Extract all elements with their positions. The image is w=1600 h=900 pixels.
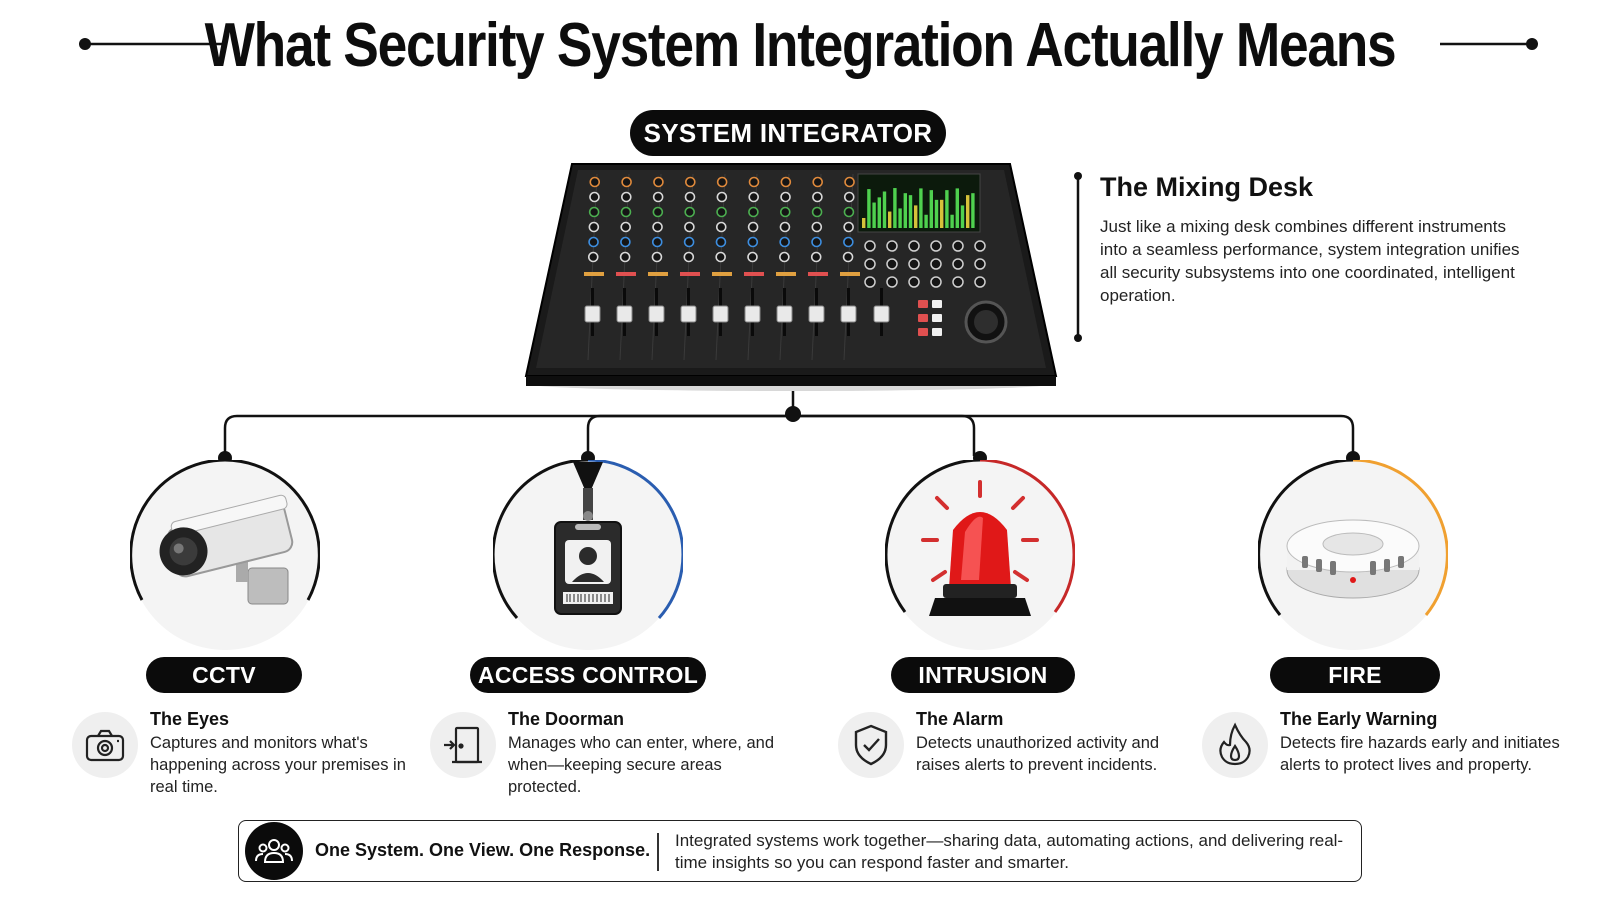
cctv-illustration bbox=[130, 460, 320, 650]
door-icon bbox=[430, 712, 496, 778]
inner-bus-line bbox=[586, 414, 976, 456]
fire-detail: Detects fire hazards early and initiates… bbox=[1280, 734, 1560, 774]
alarm-beacon-illustration bbox=[885, 460, 1075, 650]
intrusion-label: INTRUSION bbox=[891, 657, 1075, 693]
footer-tagline: One System. One View. One Response. bbox=[315, 840, 651, 860]
footer-text: Integrated systems work together—sharing… bbox=[675, 831, 1344, 872]
access-control-detail: Manages who can enter, where, and when—k… bbox=[508, 734, 775, 796]
access-control-role: The Doorman bbox=[508, 709, 625, 729]
access-badge-illustration bbox=[493, 460, 683, 650]
mixing-desk-info: The Mixing Desk Just like a mixing desk … bbox=[1100, 172, 1520, 307]
camera-icon bbox=[72, 712, 138, 778]
shield-check-icon bbox=[838, 712, 904, 778]
cctv-label: CCTV bbox=[146, 657, 302, 693]
fire-label: FIRE bbox=[1270, 657, 1440, 693]
smoke-detector-illustration bbox=[1258, 460, 1448, 650]
intrusion-detail: Detects unauthorized activity and raises… bbox=[916, 734, 1160, 774]
footer-divider bbox=[657, 833, 659, 871]
mixing-desk-description: Just like a mixing desk combines differe… bbox=[1100, 217, 1520, 305]
intrusion-role: The Alarm bbox=[916, 709, 1004, 729]
flame-icon bbox=[1202, 712, 1268, 778]
cctv-detail: Captures and monitors what's happening a… bbox=[150, 734, 406, 796]
cctv-role: The Eyes bbox=[150, 709, 230, 729]
summary-banner: One System. One View. One Response. Inte… bbox=[238, 820, 1362, 882]
fire-role: The Early Warning bbox=[1280, 709, 1438, 729]
mixing-desk-title: The Mixing Desk bbox=[1100, 172, 1314, 202]
access-control-label: ACCESS CONTROL bbox=[470, 657, 706, 693]
bus-line bbox=[223, 414, 1355, 456]
page-title: What Security System Integration Actuall… bbox=[204, 11, 1397, 80]
hub-dot bbox=[785, 406, 801, 422]
mixing-desk-illustration bbox=[520, 160, 1060, 392]
system-integrator-label: SYSTEM INTEGRATOR bbox=[630, 110, 946, 156]
team-icon bbox=[245, 822, 303, 880]
